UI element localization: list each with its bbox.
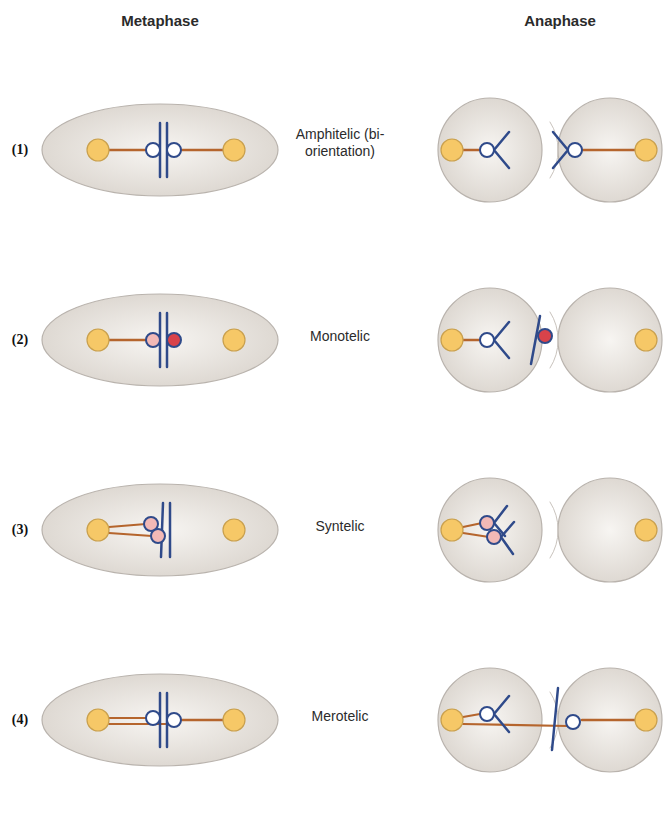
row-number: (4)	[12, 712, 28, 728]
attachment-type: Monotelic	[279, 328, 401, 345]
attachment-type: Merotelic	[279, 708, 401, 725]
row-number: (2)	[12, 332, 28, 348]
column-heading: Anaphase	[524, 12, 596, 29]
attachment-type: Amphitelic (bi-orientation)	[279, 126, 401, 160]
column-heading: Metaphase	[121, 12, 199, 29]
attachment-type: Syntelic	[279, 518, 401, 535]
row-number: (3)	[12, 522, 28, 538]
row-number: (1)	[12, 142, 28, 158]
